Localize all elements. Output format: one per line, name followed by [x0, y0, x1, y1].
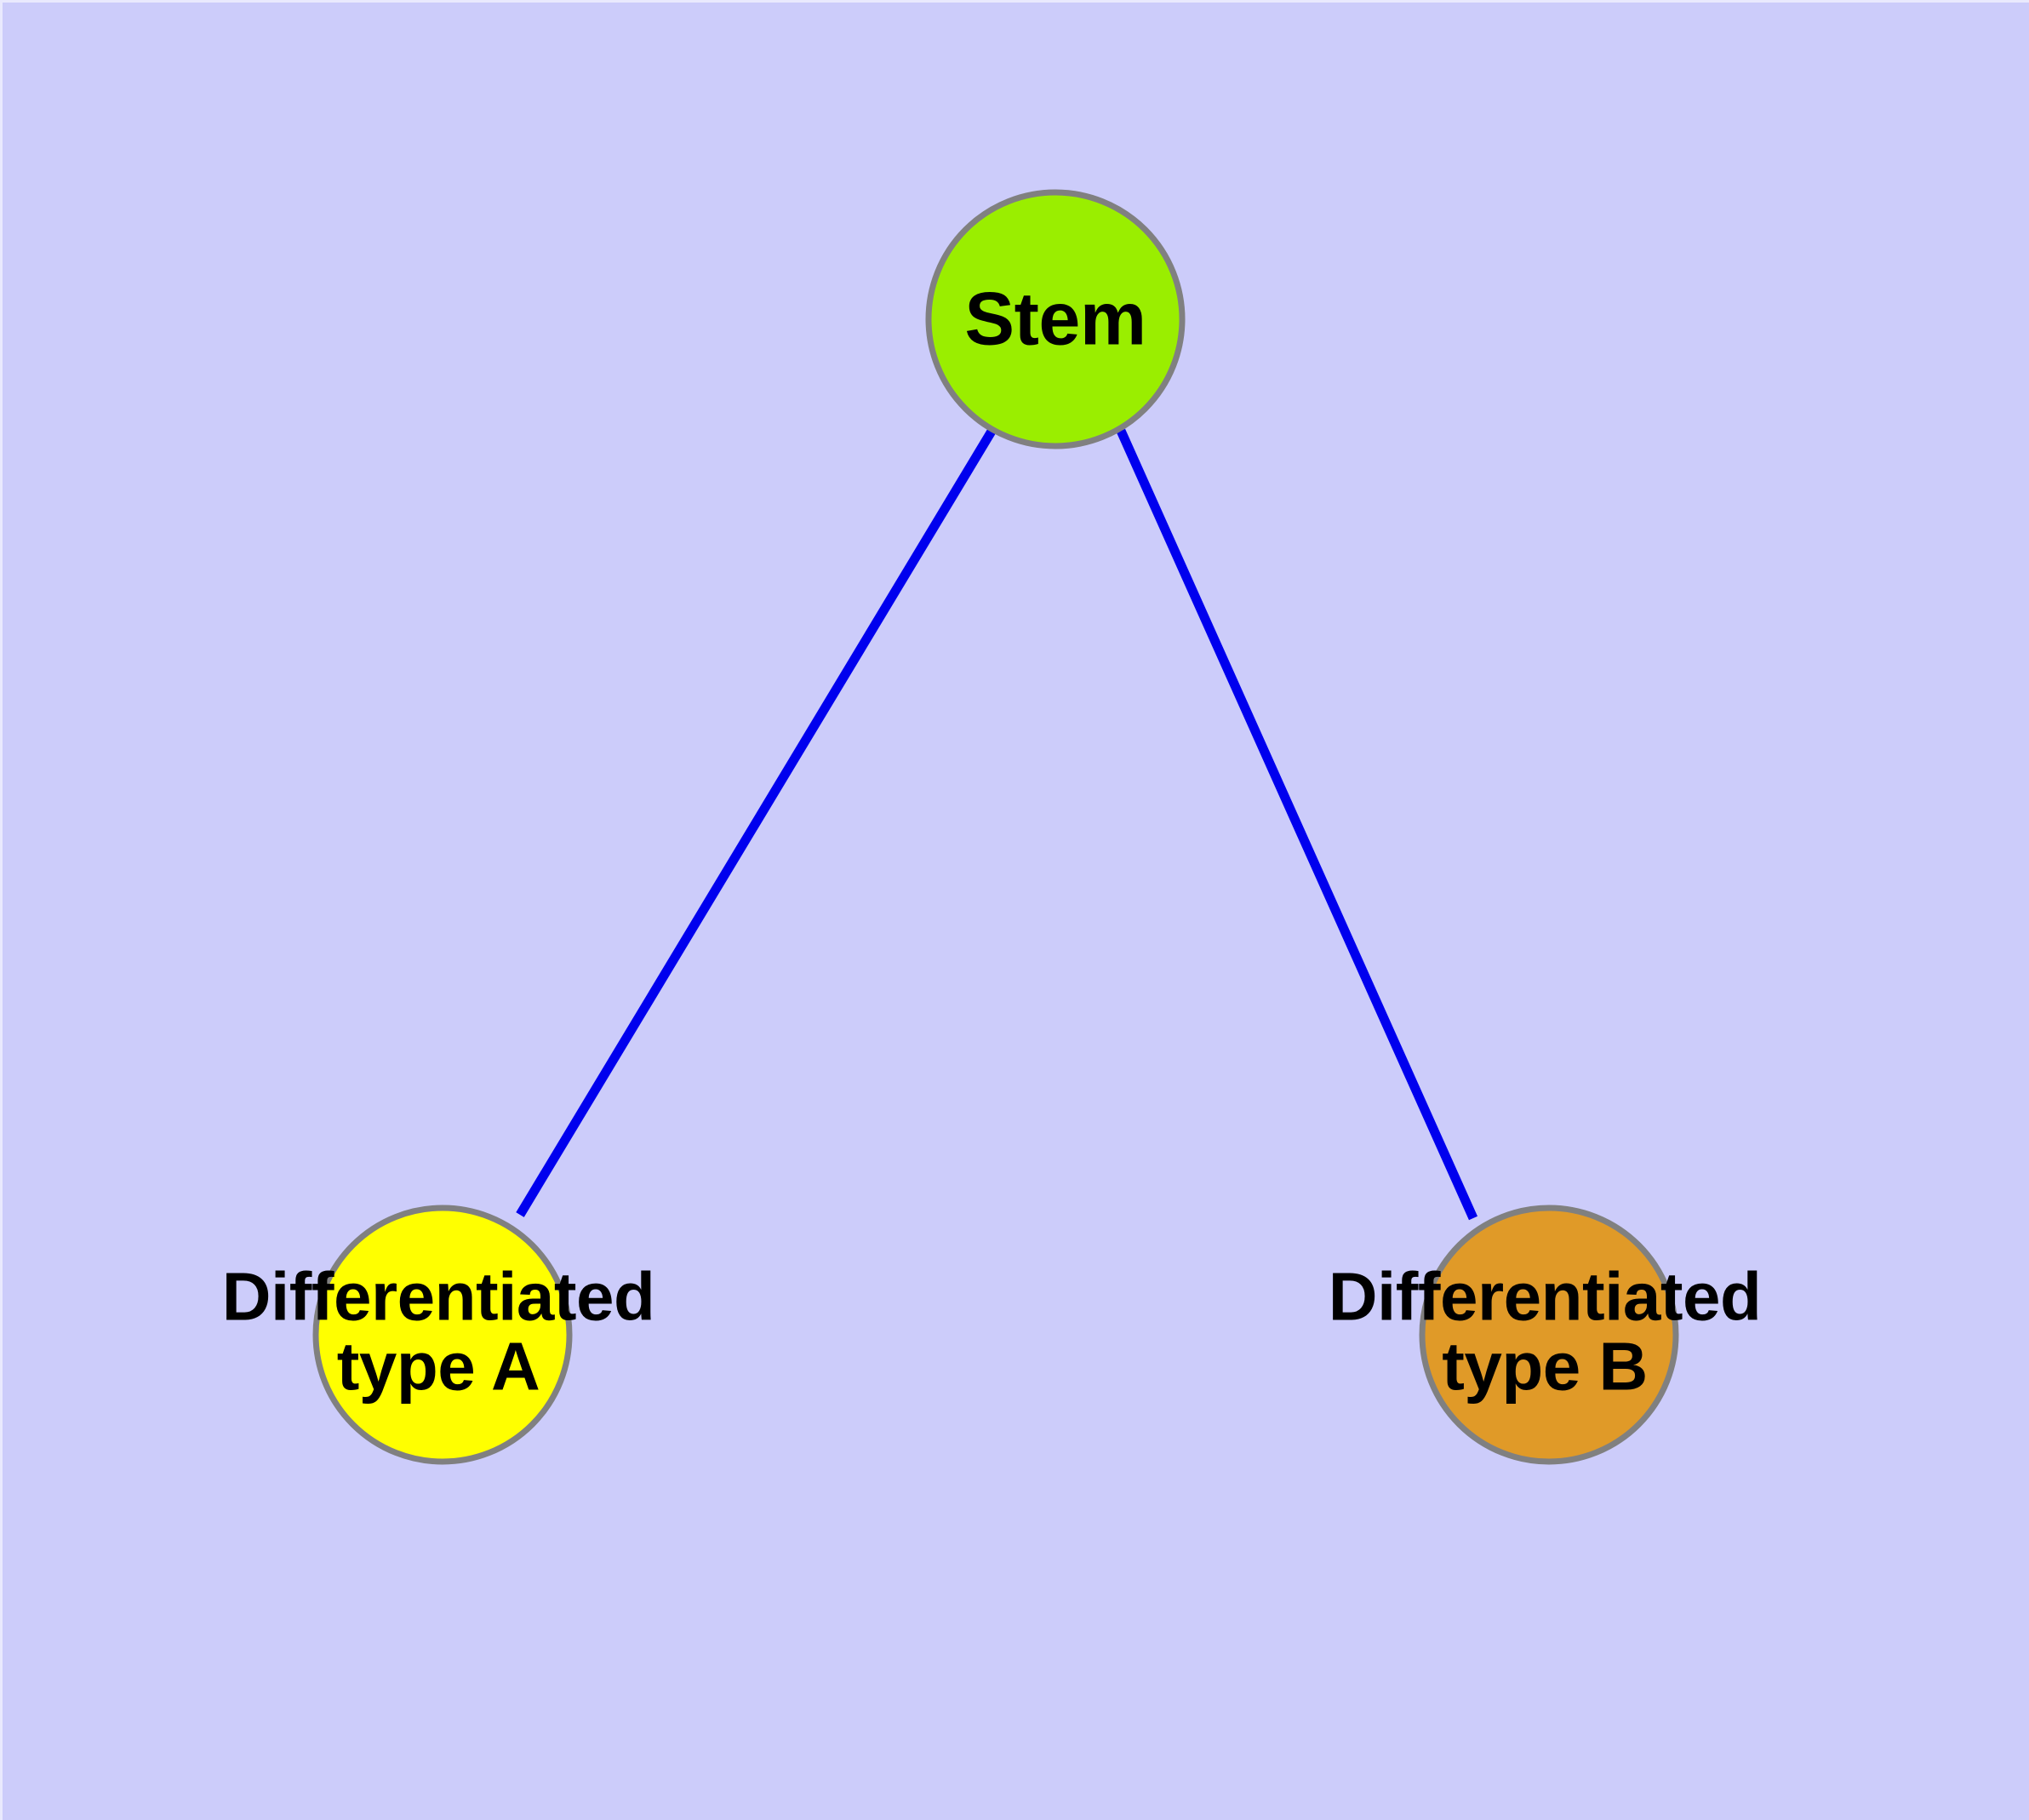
edge-layer: [516, 427, 1478, 1221]
node-circle-diff-b[interactable]: [1419, 1205, 1679, 1465]
node-circle-diff-a[interactable]: [312, 1205, 573, 1465]
edge-stem-to-diff-a[interactable]: [516, 427, 997, 1217]
edge-stem-to-diff-b[interactable]: [1116, 428, 1478, 1221]
node-layer: [312, 189, 1679, 1465]
node-circle-stem[interactable]: [925, 189, 1186, 449]
graph-svg: [312, 189, 1679, 1465]
